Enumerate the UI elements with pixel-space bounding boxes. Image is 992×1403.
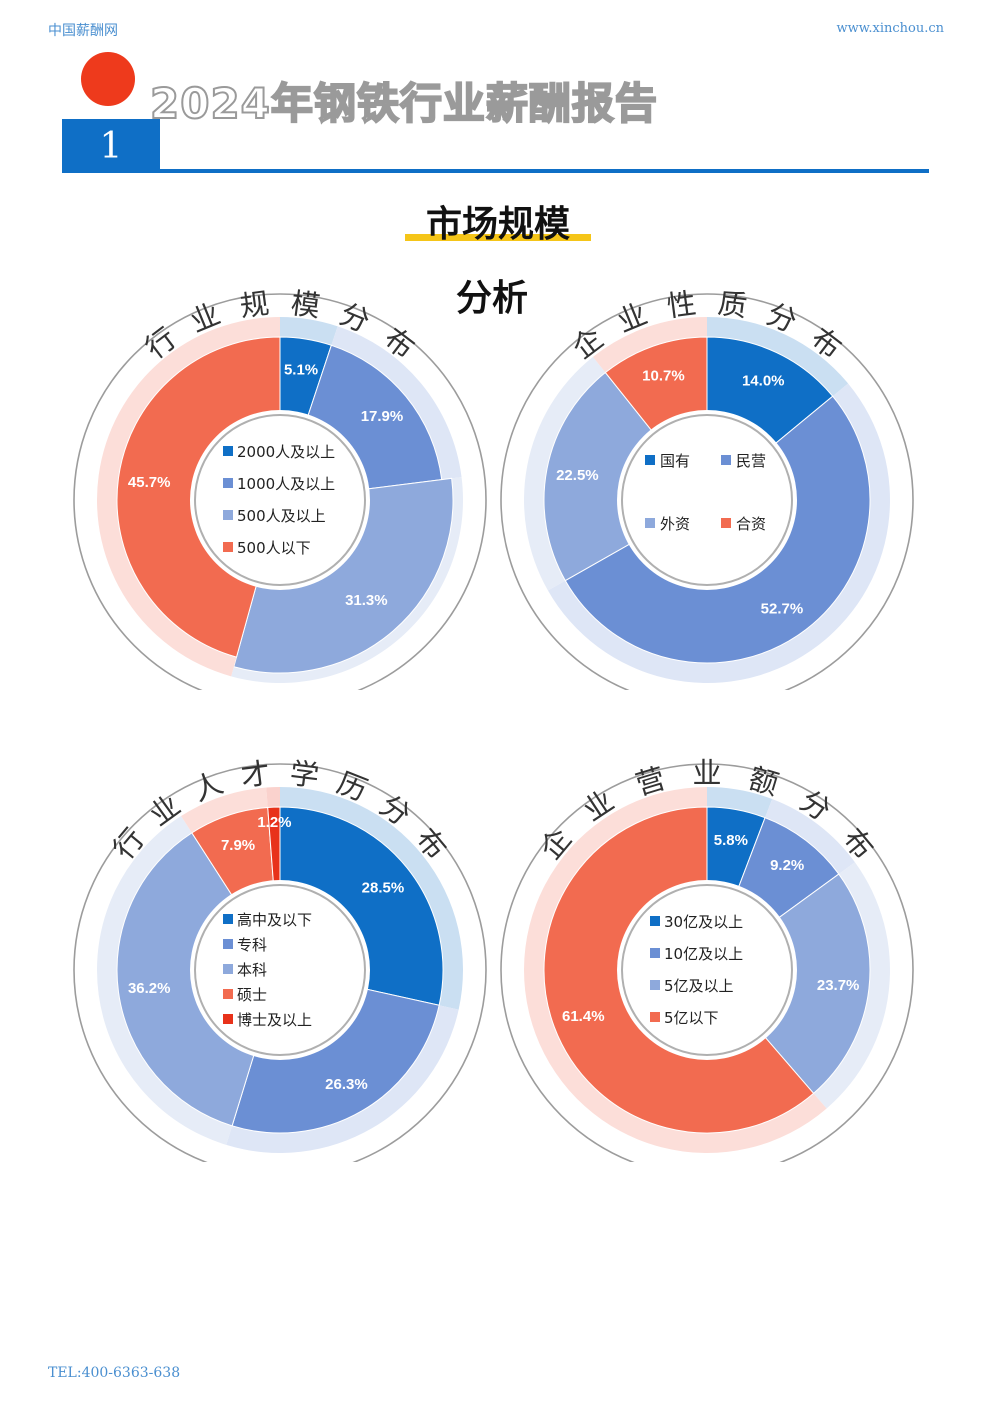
chart-1-outer-arc (73, 293, 487, 690)
chart-1-title-char-3: 规 (238, 286, 271, 323)
chart-2-legend-swatch-3 (645, 518, 655, 528)
chart-4-outer-arc (500, 763, 914, 1162)
chart-2-outer-arc (500, 293, 914, 690)
chart-3-hole-ring (194, 884, 366, 1056)
chart-1-band-3 (231, 477, 463, 683)
chart-3-legend-label-3: 本科 (237, 961, 267, 979)
brand-website[interactable]: www.xinchou.cn (836, 21, 944, 36)
brand-name: 中国薪酬网 (48, 23, 118, 39)
chart-3-legend-label-2: 专科 (237, 936, 267, 954)
chart-4-band-2 (760, 798, 855, 882)
chart-4-hole-ring (621, 884, 793, 1056)
chart-1-legend-swatch-1 (223, 446, 233, 456)
chart-1: 5.1% 17.9% 31.3% 45.7% 2000人及以上 1000人及以上 500人及… (73, 286, 487, 690)
chart-2-legend-label-2: 民营 (736, 452, 766, 470)
report-title: 2024年钢铁行业薪酬报告 (149, 78, 658, 129)
chart-1-legend-swatch-3 (223, 510, 233, 520)
chart-1-hole-ring (194, 414, 366, 586)
chart-4: 5.8%9.2%23.7%61.4%30亿及以上10亿及以上5亿及以上5亿以下企… (500, 756, 914, 1162)
chart-3: 28.5%26.3%36.2%7.9%1.2%高中及以下专科本科硕士博士及以上行… (73, 756, 487, 1162)
chart-3-title-char-4: 才 (239, 756, 272, 793)
chart-3-legend-label-5: 博士及以上 (237, 1011, 312, 1029)
chart-3-legend-swatch-3 (223, 964, 233, 974)
chart-3-title-char-5: 学 (288, 756, 321, 793)
chart-2-legend-swatch-2 (721, 455, 731, 465)
header-rule (62, 169, 929, 173)
chart-4-hole (617, 880, 797, 1060)
chart-4-legend-swatch-1 (650, 916, 660, 926)
chart-3-legend-swatch-5 (223, 1014, 233, 1024)
chart-1-label-4: 45.7% (128, 474, 171, 491)
chart-2-title-char-4: 质 (716, 286, 749, 323)
chart-2-hole (617, 410, 797, 590)
chart-1-label-3: 31.3% (345, 592, 388, 609)
chart-4-legend-swatch-3 (650, 980, 660, 990)
chart-2-label-1: 14.0% (742, 373, 785, 390)
chart-2-legend-swatch-1 (645, 455, 655, 465)
chart-2-label-3: 22.5% (556, 467, 599, 484)
chart-4-label-1: 5.8% (714, 832, 748, 849)
chart-1-title-char-4: 模 (289, 286, 322, 323)
chart-2-hole-ring (621, 414, 793, 586)
chart-3-label-3: 36.2% (128, 980, 171, 997)
chart-3-legend-label-4: 硕士 (237, 986, 267, 1004)
footer-tel: TEL:400-6363-638 (48, 1365, 181, 1381)
chart-3-hole (190, 880, 370, 1060)
chart-2-label-2: 52.7% (761, 601, 804, 618)
chart-1-label-1: 5.1% (284, 362, 318, 379)
chart-3-outer-arc (73, 763, 487, 1162)
chart-4-label-2: 9.2% (770, 857, 804, 874)
chart-4-band-4 (524, 787, 827, 1153)
chart-3-label-4: 7.9% (221, 837, 255, 854)
chart-4-title-char-4: 业 (692, 756, 721, 790)
chart-3-legend-swatch-4 (223, 989, 233, 999)
chart-3-band-3 (97, 816, 236, 1145)
chart-4-band-3 (805, 862, 891, 1109)
chart-1-legend-label-1: 2000人及以上 (237, 443, 335, 461)
chart-2-legend-label-1: 国有 (660, 452, 690, 470)
chart-3-legend-swatch-2 (223, 939, 233, 949)
chapter-badge (62, 119, 160, 173)
chart-1-hole (190, 410, 370, 590)
chart-4-label-4: 61.4% (562, 1008, 605, 1025)
chart-2: 14.0%52.7%22.5%10.7%国有民营外资合资企业性质分布 (500, 286, 914, 690)
chart-3-label-1: 28.5% (362, 879, 405, 896)
title-decoration-dot (81, 52, 135, 106)
chapter-number: 1 (99, 126, 123, 167)
chart-4-label-3: 23.7% (817, 977, 860, 994)
chart-2-legend-label-4: 合资 (736, 515, 766, 533)
chart-3-label-2: 26.3% (325, 1076, 368, 1093)
section-title: 市场规模 (425, 204, 570, 245)
chart-4-legend-swatch-2 (650, 948, 660, 958)
chart-2-legend-label-3: 外资 (660, 515, 690, 533)
chart-1-label-2: 17.9% (361, 408, 404, 425)
chart-1-legend-label-4: 500人以下 (237, 539, 311, 557)
chart-1-legend-swatch-2 (223, 478, 233, 488)
section-subtitle: 分析 (456, 278, 529, 319)
chart-3-label-5: 1.2% (257, 814, 291, 831)
chart-1-legend-label-2: 1000人及以上 (237, 475, 335, 493)
chart-4-legend-label-4: 5亿以下 (664, 1009, 719, 1027)
chart-2-title-char-3: 性 (665, 286, 698, 323)
chart-3-legend-swatch-1 (223, 914, 233, 924)
chart-4-legend-label-1: 30亿及以上 (664, 913, 743, 931)
chart-4-legend-swatch-4 (650, 1012, 660, 1022)
chart-4-legend-label-2: 10亿及以上 (664, 945, 743, 963)
chart-2-band-2 (547, 383, 891, 684)
chart-2-label-4: 10.7% (642, 367, 685, 384)
chart-1-legend-swatch-4 (223, 542, 233, 552)
chart-4-legend-label-3: 5亿及以上 (664, 977, 734, 995)
chart-2-band-3 (524, 356, 614, 591)
chart-3-legend-label-1: 高中及以下 (237, 911, 312, 929)
chart-1-legend-label-3: 500人及以上 (237, 507, 326, 525)
section-title-underline (405, 234, 591, 241)
chart-2-legend-swatch-4 (721, 518, 731, 528)
